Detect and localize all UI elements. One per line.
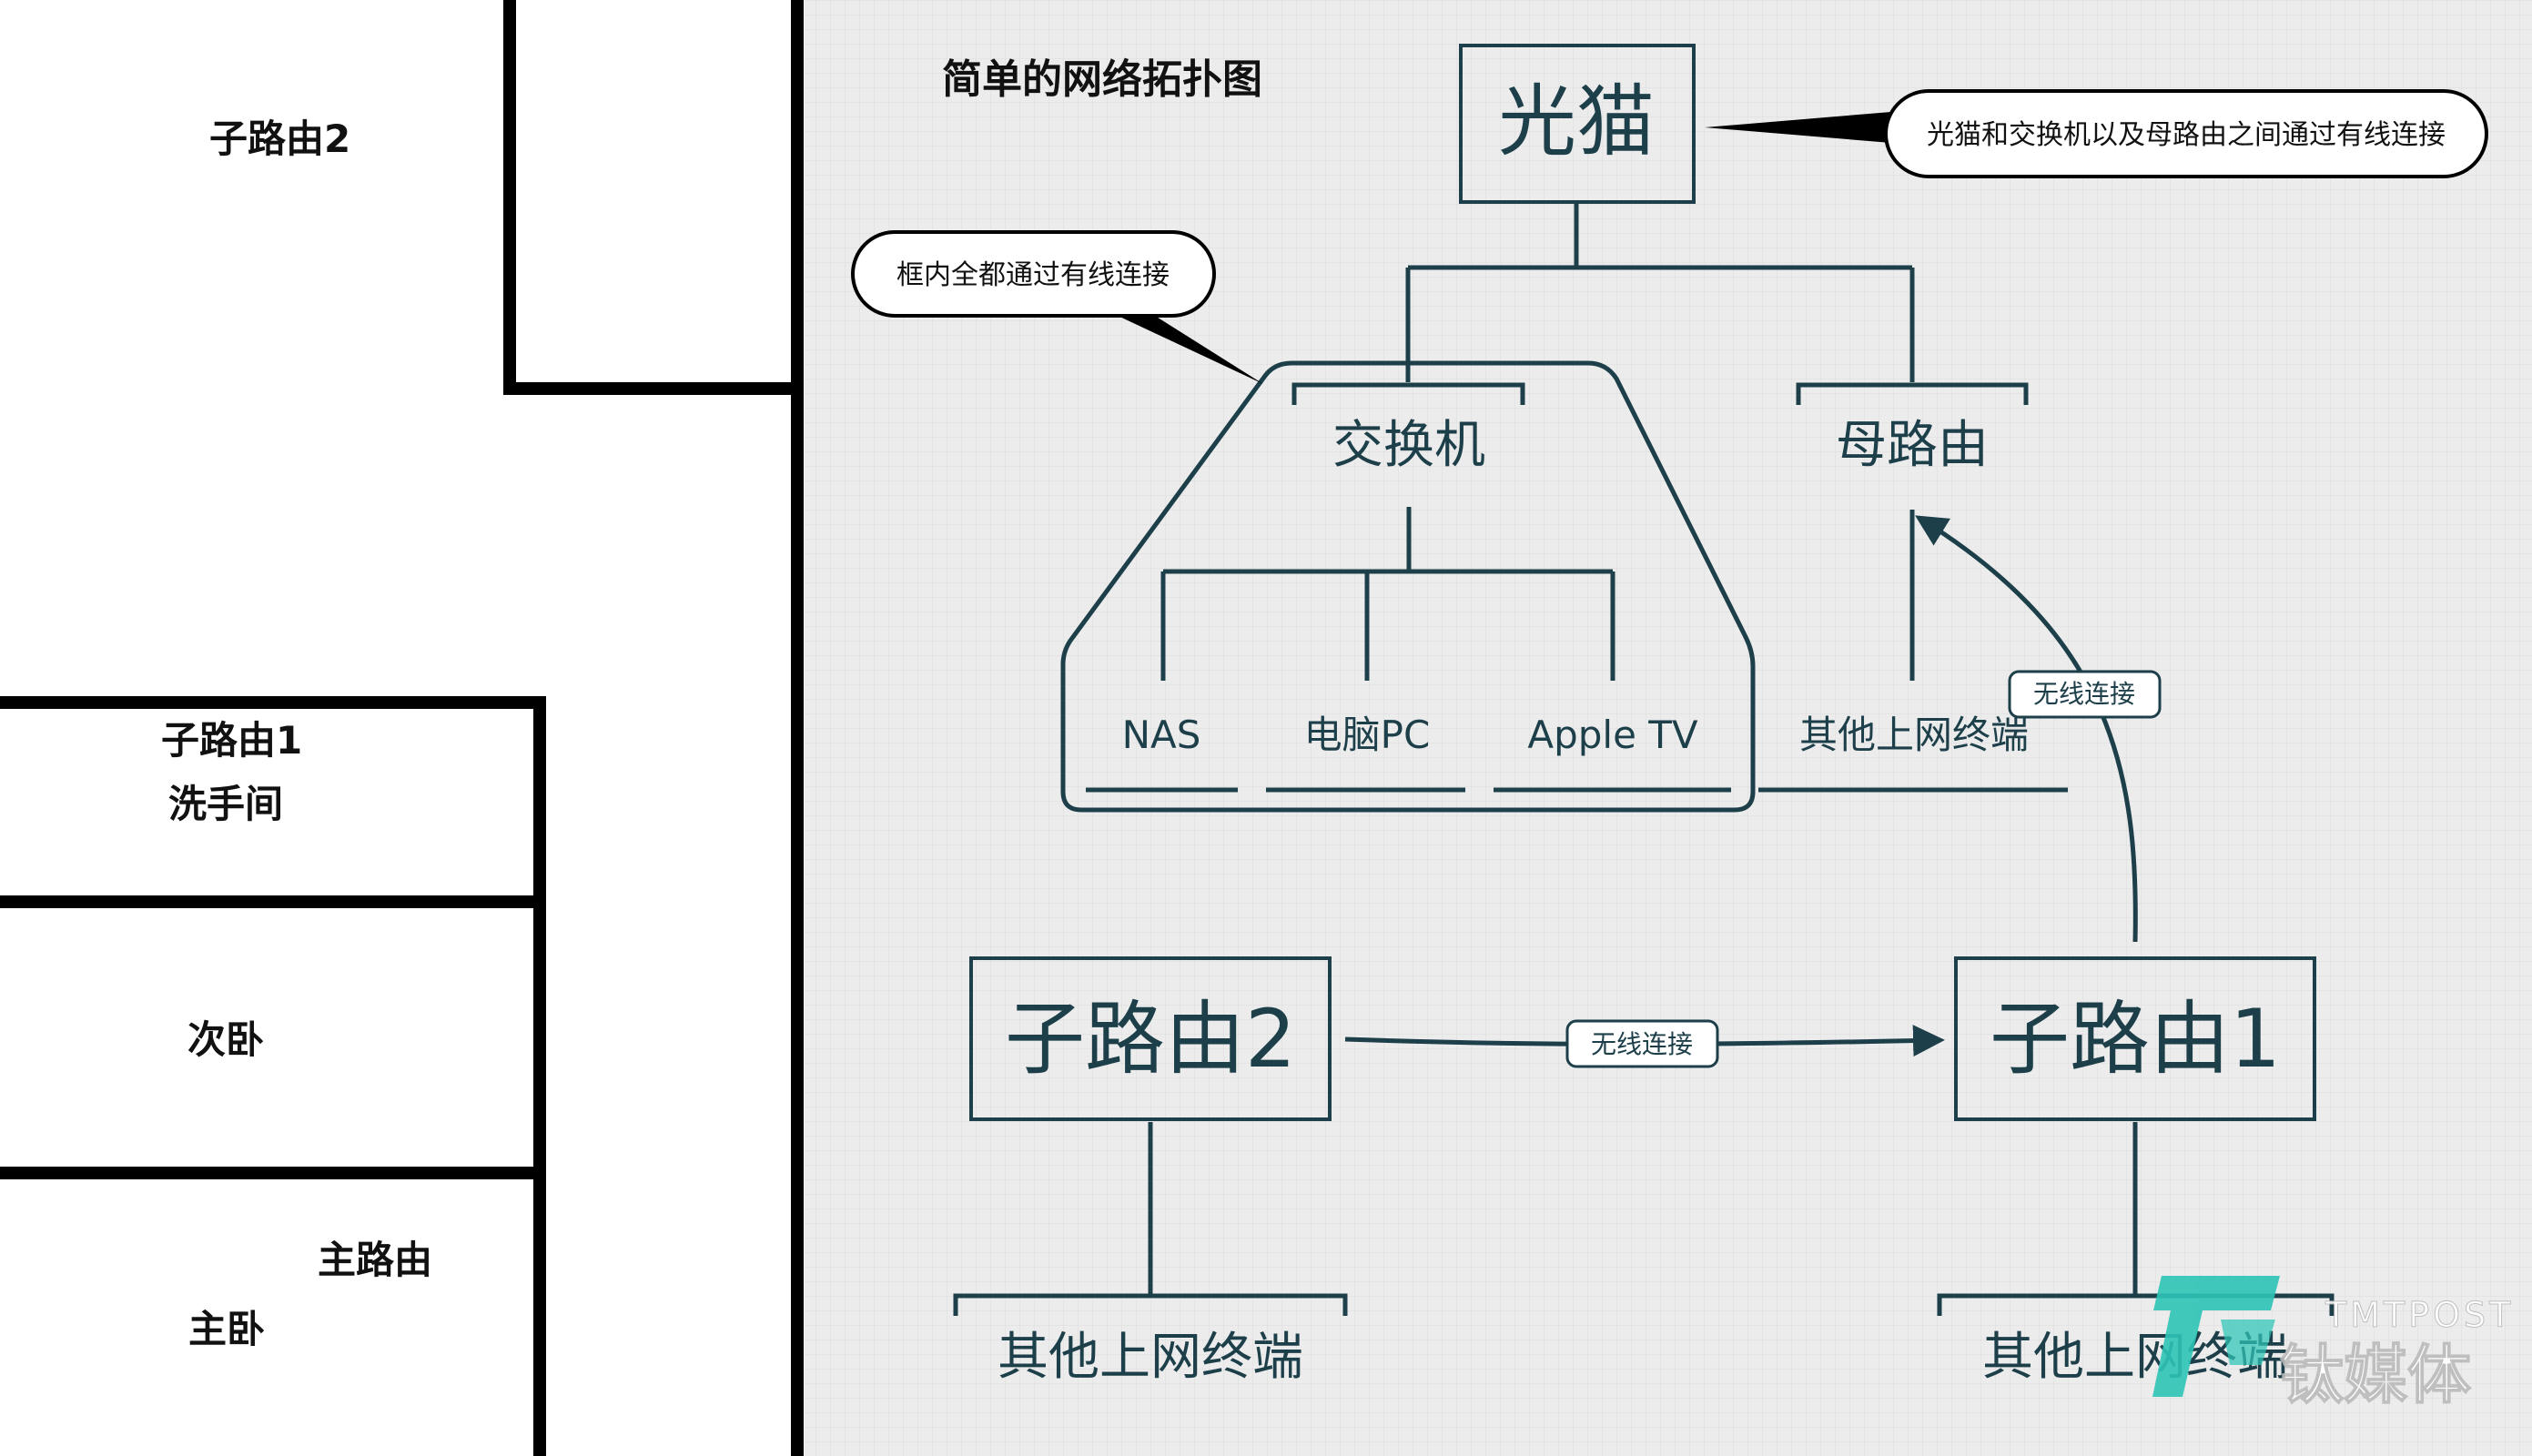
switch-bracket [1291,382,1525,405]
watermark-cn: 钛媒体 [2280,1338,2471,1412]
sub-router1-box [1954,956,2316,1121]
room-label-master-bedroom: 主卧 [188,1307,265,1351]
room-label-main-router: 主路由 [318,1238,432,1282]
node-other-devices-main: 其他上网终端 [1799,713,2029,757]
diagram-title: 简单的网络拓扑图 [942,56,1262,103]
node-sub-router1: 子路由1 [1990,992,2281,1086]
room-label-sub-router1: 子路由1 [161,718,302,763]
main-router-bracket [1796,382,2029,405]
edge-label-wireless-1: 无线连接 [2008,670,2162,719]
optical-modem-box [1459,44,1696,204]
node-other-devices-sub2: 其他上网终端 [998,1328,1303,1387]
room-label-sub-router2: 子路由2 [209,116,350,161]
node-optical-modem: 光猫 [1498,76,1655,167]
floorplan-walls [0,0,804,1456]
node-switch: 交换机 [1332,416,1485,475]
node-sub-router2: 子路由2 [1005,992,1296,1086]
wired-group-frame [1060,360,1756,813]
node-main-router: 母路由 [1836,416,1989,475]
node-pc: 电脑PC [1304,713,1431,757]
sub-router2-box [969,956,1332,1121]
node-apple-tv: Apple TV [1527,713,1698,757]
edge-label-wireless-2: 无线连接 [1565,1019,1719,1068]
callout-modem-note: 光猫和交换机以及母路由之间通过有线连接 [1705,89,2488,178]
svg-text:无线连接: 无线连接 [2033,679,2135,709]
tmtpost-logo-icon [2152,1276,2280,1397]
room-label-bathroom: 洗手间 [168,782,283,826]
room-label-second-bedroom: 次卧 [187,1017,264,1062]
callout-box-note: 框内全都通过有线连接 [851,230,1263,384]
callout-box-note-text: 框内全都通过有线连接 [896,259,1170,291]
tmtpost-watermark: TMTPOST 钛媒体 [2152,1276,2514,1413]
node-nas: NAS [1122,713,1201,757]
watermark-latin: TMTPOST [2324,1295,2514,1335]
svg-text:无线连接: 无线连接 [1591,1029,1693,1059]
callout-modem-note-text: 光猫和交换机以及母路由之间通过有线连接 [1927,119,2446,151]
floorplan: 子路由2 子路由1 洗手间 次卧 主路由 主卧 [0,0,804,1456]
